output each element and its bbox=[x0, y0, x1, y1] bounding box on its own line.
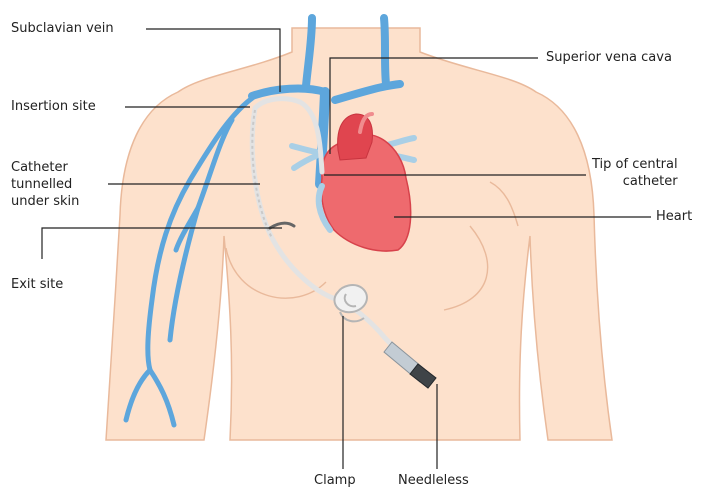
label-catheter-tunnelled: Catheter tunnelled under skin bbox=[11, 159, 79, 210]
label-heart: Heart bbox=[656, 208, 692, 225]
label-tip-of-central-catheter: Tip of central catheter bbox=[592, 156, 678, 190]
label-subclavian-vein: Subclavian vein bbox=[11, 20, 114, 37]
label-superior-vena-cava: Superior vena cava bbox=[546, 49, 672, 66]
label-insertion-site: Insertion site bbox=[11, 98, 96, 115]
label-clamp: Clamp bbox=[314, 472, 356, 489]
label-needleless: Needleless bbox=[398, 472, 469, 489]
label-exit-site: Exit site bbox=[11, 276, 63, 293]
